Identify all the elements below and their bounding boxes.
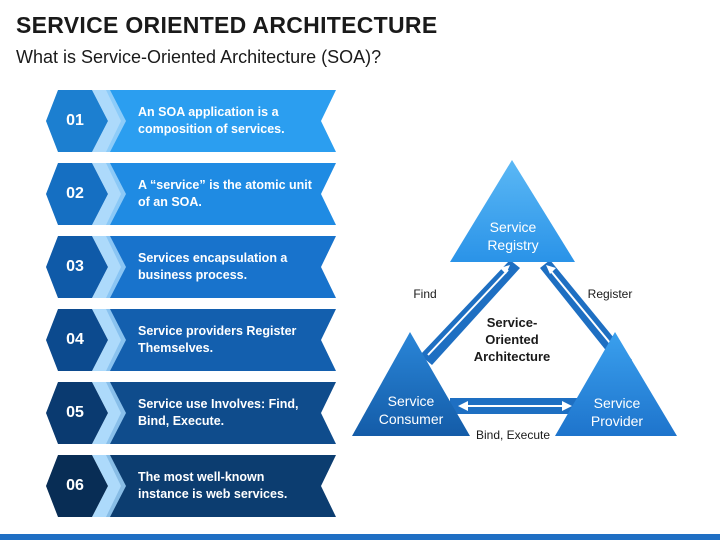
- step-item: 03 Services encapsulation a business proc…: [46, 236, 336, 298]
- step-number: 06: [66, 477, 84, 494]
- consumer-triangle: [352, 332, 470, 436]
- provider-label: Service Provider: [590, 395, 644, 429]
- consumer-label: Service Consumer: [378, 393, 444, 427]
- bind-label: Bind, Execute: [475, 428, 551, 442]
- page-title: SERVICE ORIENTED ARCHITECTURE: [16, 12, 438, 38]
- registry-triangle: [450, 160, 575, 262]
- step-number: 05: [66, 404, 84, 421]
- step-number: 02: [66, 185, 84, 202]
- step-number: 04: [66, 331, 84, 348]
- registry-label: Service Registry: [487, 219, 539, 253]
- step-banner-shape: [46, 309, 336, 371]
- page-subtitle: What is Service-Oriented Architecture (S…: [16, 47, 382, 67]
- center-label: Service- Oriented Architecture: [473, 315, 551, 364]
- step-item: 06 The most well-known instance is web se…: [46, 455, 336, 517]
- steps-list: 01 An SOA application is a composition of…: [0, 0, 340, 540]
- step-banner-shape: [46, 236, 336, 298]
- step-number: 03: [66, 258, 84, 275]
- step-item: 05 Service use Involves: Find, Bind, Exec…: [46, 382, 336, 444]
- step-number: 01: [66, 112, 84, 129]
- step-banner-shape: [46, 382, 336, 444]
- step-text: Services encapsulation a business proces…: [138, 251, 288, 282]
- step-text: The most well-known instance is web serv…: [138, 470, 288, 501]
- bind-arrow: [450, 398, 580, 414]
- bottom-bar: [0, 534, 720, 540]
- step-text: An SOA application is a composition of s…: [138, 105, 285, 136]
- provider-triangle: [555, 332, 677, 436]
- step-text: A “service” is the atomic unit of an SOA…: [138, 178, 312, 209]
- soa-diagram: Service Registry Service Consumer Servic…: [340, 150, 720, 450]
- step-item: 02 A “service” is the atomic unit of an S…: [46, 163, 336, 225]
- step-text: Service use Involves: Find, Bind, Execut…: [138, 397, 299, 428]
- find-label: Find: [413, 287, 437, 301]
- find-arrow: [420, 260, 520, 365]
- step-banner-shape: [46, 163, 336, 225]
- soa-triangle-graphic: [352, 160, 677, 436]
- step-item: 01 An SOA application is a composition of…: [46, 90, 336, 152]
- step-item: 04 Service providers Register Themselves.: [46, 309, 336, 371]
- step-banner-shape: [46, 455, 336, 517]
- register-label: Register: [587, 287, 633, 301]
- step-text: Service providers Register Themselves.: [138, 324, 297, 355]
- step-banner-shape: [46, 90, 336, 152]
